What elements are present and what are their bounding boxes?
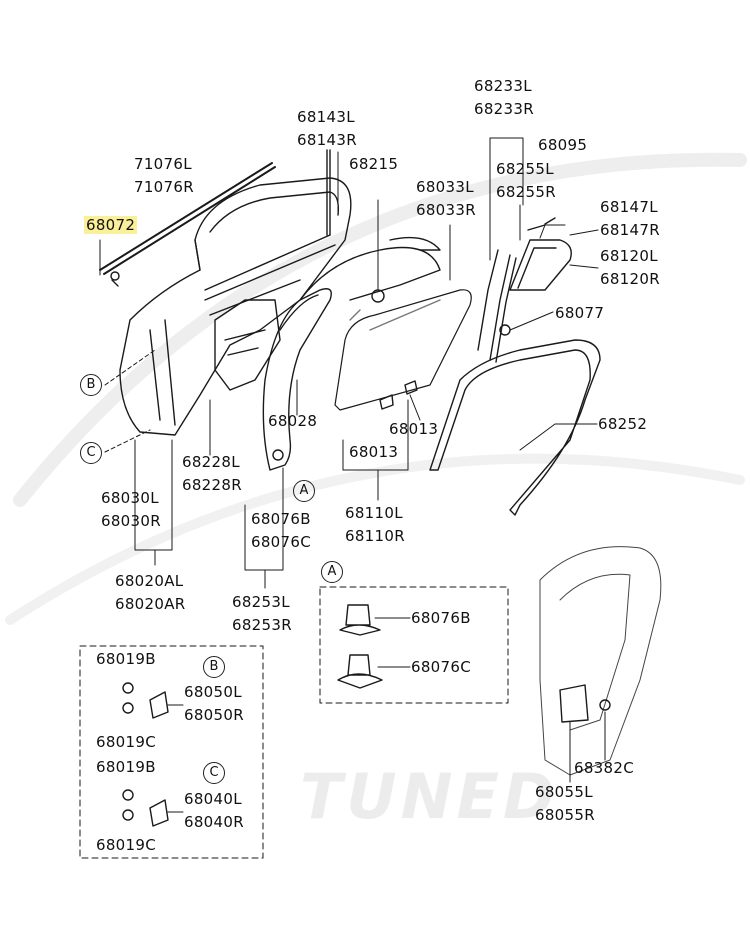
callout-68019b-first: 68019B bbox=[96, 650, 156, 668]
callout-68028: 68028 bbox=[268, 412, 318, 430]
callout-68050-left: 68050L bbox=[184, 683, 242, 701]
callout-68055-left: 68055L bbox=[535, 783, 593, 801]
callout-68013-lower: 68013 bbox=[349, 443, 399, 461]
callout-68228-right: 68228R bbox=[182, 476, 242, 494]
callout-68040-right: 68040R bbox=[184, 813, 244, 831]
callout-detail-68076c: 68076C bbox=[411, 658, 471, 676]
callout-68077: 68077 bbox=[555, 304, 605, 322]
callout-68120-right: 68120R bbox=[600, 270, 660, 288]
callout-68050-right: 68050R bbox=[184, 706, 244, 724]
callout-68030-left: 68030L bbox=[101, 489, 159, 507]
callout-68147-right: 68147R bbox=[600, 221, 660, 239]
callout-71076-right: 71076R bbox=[134, 178, 194, 196]
marker-b-detail: B bbox=[203, 656, 225, 678]
callout-68253-left: 68253L bbox=[232, 593, 290, 611]
callout-68030-right: 68030R bbox=[101, 512, 161, 530]
callout-68055-right: 68055R bbox=[535, 806, 595, 824]
callout-71076-left: 71076L bbox=[134, 155, 192, 173]
callout-68076-top-b: 68076B bbox=[251, 510, 311, 528]
callout-68233-left: 68233L bbox=[474, 77, 532, 95]
marker-a-detail: A bbox=[321, 561, 343, 583]
callout-68110-left: 68110L bbox=[345, 504, 403, 522]
callout-68255-right: 68255R bbox=[496, 183, 556, 201]
callout-68019b-second: 68019B bbox=[96, 758, 156, 776]
callout-68253-right: 68253R bbox=[232, 616, 292, 634]
callout-68013-upper: 68013 bbox=[389, 420, 439, 438]
callout-68382c: 68382C bbox=[574, 759, 634, 777]
callout-68120-left: 68120L bbox=[600, 247, 658, 265]
marker-a-main: A bbox=[293, 480, 315, 502]
callout-68033-left: 68033L bbox=[416, 178, 474, 196]
marker-c-detail: C bbox=[203, 762, 225, 784]
callout-68215: 68215 bbox=[349, 155, 399, 173]
callout-68095: 68095 bbox=[538, 136, 588, 154]
callout-68143-right: 68143R bbox=[297, 131, 357, 149]
callout-68255-left: 68255L bbox=[496, 160, 554, 178]
callout-68143-left: 68143L bbox=[297, 108, 355, 126]
marker-c-main: C bbox=[80, 442, 102, 464]
callout-68252: 68252 bbox=[598, 415, 648, 433]
callout-68020-left: 68020AL bbox=[115, 572, 184, 590]
callout-68019c-second: 68019C bbox=[96, 836, 156, 854]
callout-68033-right: 68033R bbox=[416, 201, 476, 219]
callout-68228-left: 68228L bbox=[182, 453, 240, 471]
callout-68233-right: 68233R bbox=[474, 100, 534, 118]
callout-68020-right: 68020AR bbox=[115, 595, 186, 613]
callout-detail-68076b: 68076B bbox=[411, 609, 471, 627]
callout-68110-right: 68110R bbox=[345, 527, 405, 545]
callout-68147-left: 68147L bbox=[600, 198, 658, 216]
callout-68019c-first: 68019C bbox=[96, 733, 156, 751]
door-panel-shape bbox=[119, 177, 352, 436]
callout-68040-left: 68040L bbox=[184, 790, 242, 808]
marker-b-main: B bbox=[80, 374, 102, 396]
highlight-68072: 68072 bbox=[84, 216, 138, 234]
callout-68072-highlighted: 68072 bbox=[84, 214, 138, 236]
callout-68076-top-c: 68076C bbox=[251, 533, 311, 551]
watermark: TUNED bbox=[300, 760, 559, 833]
